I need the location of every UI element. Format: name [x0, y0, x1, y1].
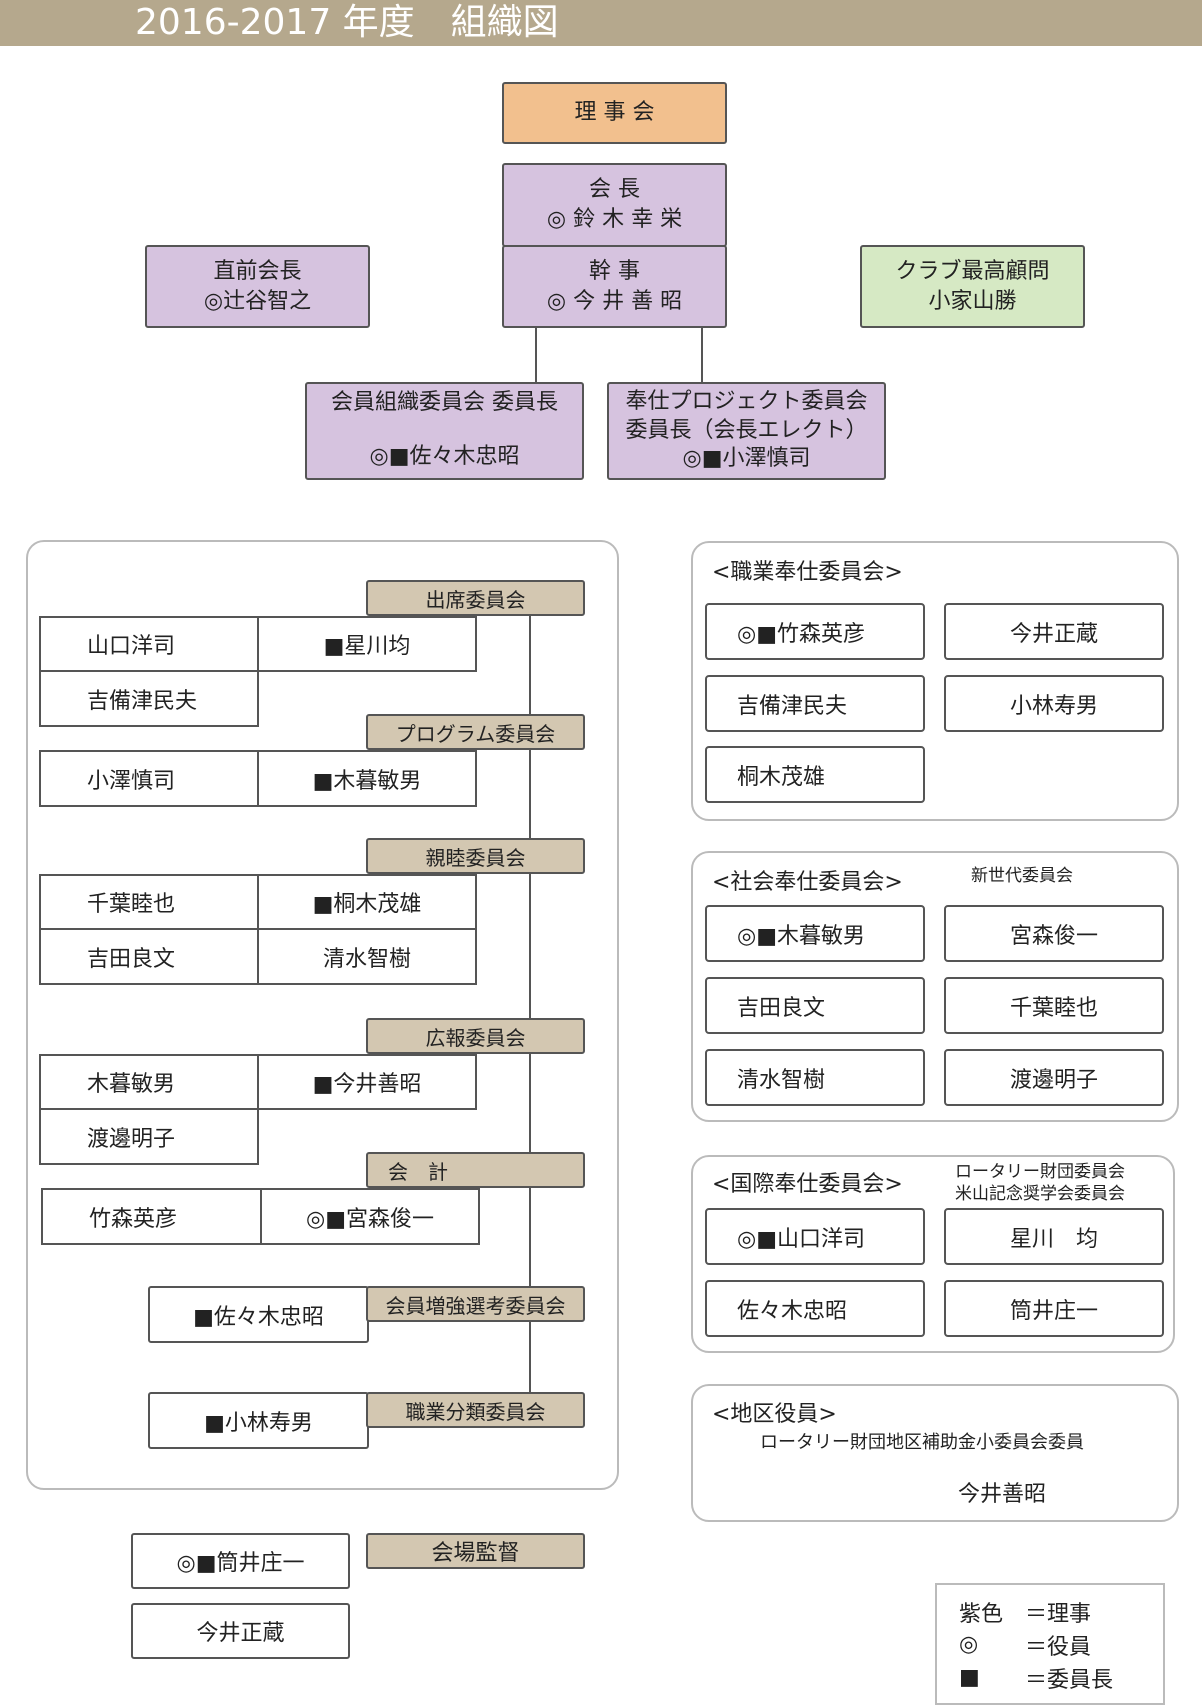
member-box-officer: ◎■木暮敏男	[705, 905, 925, 962]
legend-row: ◎ ＝役員	[959, 1628, 1163, 1661]
member-box: 今井正蔵	[944, 603, 1164, 660]
member-box: 佐々木忠昭	[705, 1280, 925, 1337]
member-box: 筒井庄一	[944, 1280, 1164, 1337]
connector-line	[535, 326, 537, 384]
secretary-name: ◎ 今 井 善 昭	[546, 288, 683, 314]
legend-key: 紫色	[959, 1601, 1004, 1627]
member-cell: 山口洋司	[39, 616, 259, 672]
committee-label-pr: 広報委員会	[366, 1018, 585, 1054]
legend-row: 紫色 ＝理事	[959, 1595, 1163, 1628]
service-chair-name: ◎■小澤慎司	[682, 446, 811, 472]
member-cell: ■小林寿男	[148, 1392, 369, 1449]
legend: 紫色 ＝理事 ◎ ＝役員 ■ ＝委員長	[935, 1583, 1165, 1705]
member-box: 小林寿男	[944, 675, 1164, 732]
past-president-name: ◎辻谷智之	[203, 288, 312, 314]
district-title: <地区役員>	[712, 1402, 837, 1427]
past-president-box: 直前会長 ◎辻谷智之	[145, 245, 370, 328]
secretary-role: 幹 事	[589, 258, 640, 284]
member-cell: ■木暮敏男	[257, 750, 477, 807]
service-chair-box: 奉仕プロジェクト委員会 委員長（会長エレクト） ◎■小澤慎司	[607, 382, 886, 480]
member-cell: 木暮敏男	[39, 1054, 259, 1110]
member-cell: 吉田良文	[39, 928, 259, 985]
international-title: <国際奉仕委員会>	[712, 1172, 903, 1197]
legend-key: ■	[959, 1665, 980, 1690]
past-president-role: 直前会長	[213, 258, 302, 284]
committee-label-treasurer: 会 計	[366, 1152, 585, 1188]
member-cell-officer: ◎■宮森俊一	[260, 1188, 480, 1245]
member-cell: 清水智樹	[257, 928, 477, 985]
committee-label-fellowship: 親睦委員会	[366, 838, 585, 874]
connector-line	[701, 326, 703, 384]
vocational-title: <職業奉仕委員会>	[712, 560, 903, 585]
secretary-box: 幹 事 ◎ 今 井 善 昭	[502, 245, 727, 328]
page-title: 2016-2017 年度 組織図	[135, 2, 559, 43]
member-cell: ■今井善昭	[257, 1054, 477, 1110]
member-box: 星川 均	[944, 1208, 1164, 1265]
president-role: 会 長	[589, 177, 640, 203]
member-cell: 千葉睦也	[39, 874, 259, 930]
international-note-2: 米山記念奨学会委員会	[955, 1184, 1125, 1204]
service-chair-title: 奉仕プロジェクト委員会	[625, 389, 868, 415]
community-note: 新世代委員会	[971, 866, 1073, 886]
member-box-officer: ◎■山口洋司	[705, 1208, 925, 1265]
legend-key: ◎	[959, 1632, 979, 1657]
board-box: 理 事 会	[502, 82, 727, 144]
committee-label-program: プログラム委員会	[366, 714, 585, 750]
legend-value: ＝委員長	[1025, 1667, 1114, 1693]
member-box: 宮森俊一	[944, 905, 1164, 962]
member-cell: ■佐々木忠昭	[148, 1286, 369, 1343]
committee-label-classification: 職業分類委員会	[366, 1392, 585, 1428]
member-cell: 今井正蔵	[131, 1603, 350, 1659]
member-cell: 竹森英彦	[41, 1188, 263, 1245]
membership-chair-box: 会員組織委員会 委員長 ◎■佐々木忠昭	[305, 382, 584, 480]
advisor-role: クラブ最高顧問	[895, 258, 1050, 284]
member-box: 千葉睦也	[944, 977, 1164, 1034]
president-box: 会 長 ◎ 鈴 木 幸 栄	[502, 163, 727, 247]
president-name: ◎ 鈴 木 幸 栄	[546, 207, 683, 232]
district-subtitle: ロータリー財団地区補助金小委員会委員	[760, 1432, 1084, 1453]
board-label: 理 事 会	[574, 100, 655, 126]
member-cell: 吉備津民夫	[39, 670, 259, 727]
service-chair-subtitle: 委員長（会長エレクト）	[625, 417, 868, 443]
member-box: 吉田良文	[705, 977, 925, 1034]
advisor-box: クラブ最高顧問 小家山勝	[860, 245, 1085, 328]
district-member-name: 今井善昭	[958, 1482, 1047, 1507]
member-cell-officer: ◎■筒井庄一	[131, 1533, 350, 1589]
international-note-1: ロータリー財団委員会	[955, 1162, 1125, 1182]
legend-value: ＝役員	[1025, 1634, 1092, 1660]
member-cell: 小澤慎司	[39, 750, 259, 807]
district-officer-panel	[691, 1384, 1179, 1522]
member-box: 吉備津民夫	[705, 675, 925, 732]
membership-chair-title: 会員組織委員会 委員長	[331, 390, 558, 415]
member-box: 清水智樹	[705, 1049, 925, 1106]
committee-spine-line	[529, 616, 531, 1398]
member-cell: ■桐木茂雄	[257, 874, 477, 930]
advisor-name: 小家山勝	[928, 288, 1017, 314]
member-cell: 渡邊明子	[39, 1108, 259, 1165]
member-cell: ■星川均	[257, 616, 477, 672]
member-box-officer: ◎■竹森英彦	[705, 603, 925, 660]
committee-label-venue: 会場監督	[366, 1533, 585, 1569]
legend-row: ■ ＝委員長	[959, 1661, 1163, 1694]
member-box: 桐木茂雄	[705, 746, 925, 803]
legend-value: ＝理事	[1025, 1601, 1092, 1627]
membership-chair-name: ◎■佐々木忠昭	[369, 444, 520, 470]
committee-label-attendance: 出席委員会	[366, 580, 585, 616]
member-box: 渡邊明子	[944, 1049, 1164, 1106]
header-bar	[0, 0, 1202, 46]
community-title: <社会奉仕委員会>	[712, 870, 903, 895]
committee-label-increase: 会員増強選考委員会	[366, 1286, 585, 1322]
